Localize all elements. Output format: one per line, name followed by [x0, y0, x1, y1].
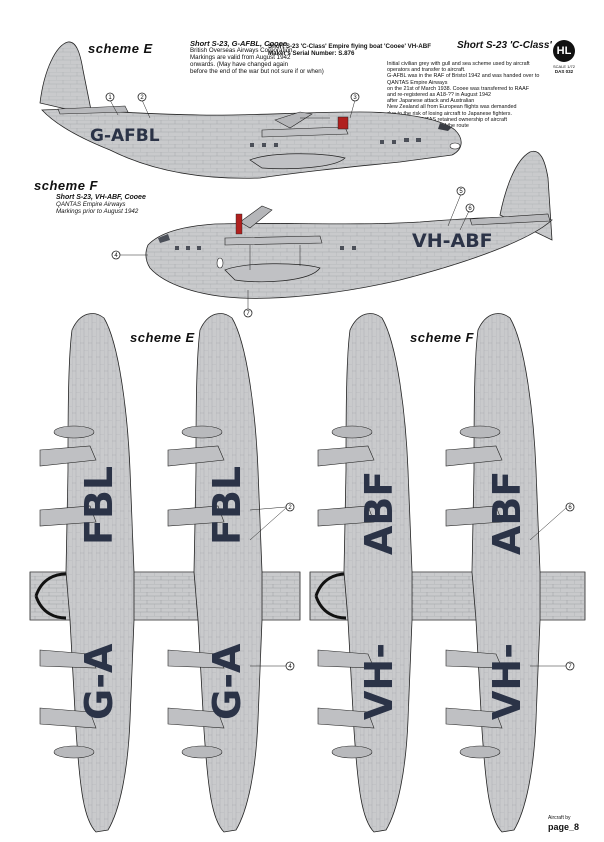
right-brand: Short S-23 'C-Class' — [457, 40, 552, 51]
right-title-line2: Maker's Serial Number: S.876 — [268, 50, 355, 57]
plan-callout-e-lower: 4 — [250, 661, 295, 671]
footer-credit: Aircraft by — [548, 815, 571, 821]
callout-7: 7 — [243, 290, 253, 318]
note-line: after Japanese attack and Australian — [387, 98, 475, 105]
plan-callout-e: 2 — [249, 502, 295, 541]
right-title-line1: Short S-23 'C-Class' Empire flying boat … — [268, 43, 432, 50]
brand-logo: HL SCALE 1/72 DAS 032 — [547, 40, 581, 80]
svg-text:4: 4 — [114, 253, 118, 259]
svg-text:1: 1 — [108, 95, 112, 101]
page-number: page_8 — [548, 822, 580, 832]
scheme-f-line: QANTAS Empire Airways — [56, 201, 126, 208]
svg-text:3: 3 — [353, 95, 357, 101]
note-line: due to the risk of losing aircraft to Ja… — [387, 110, 512, 117]
wing-reg-e-lower-right: G-A — [205, 643, 249, 720]
plan-wing-f-left: ABF VH- — [317, 313, 413, 833]
plan-callout-f-lower: 7 — [530, 661, 575, 671]
note-line: Initial civilian grey with gull and sea … — [387, 61, 530, 74]
side-registration-e: G-AFBL — [90, 126, 160, 146]
propeller-marker — [337, 116, 349, 130]
callout-4: 4 — [111, 250, 148, 260]
scheme-e-line: onwards. (May have changed again — [190, 61, 289, 68]
svg-text:6: 6 — [568, 505, 572, 511]
wing-reg-f-upper-right: ABF — [485, 471, 529, 555]
svg-text:6: 6 — [468, 206, 472, 212]
right-title: Short S-23 'C-Class' Empire flying boat … — [268, 43, 458, 57]
side-registration-f: VH-ABF — [412, 230, 493, 252]
callout-6: 6 — [459, 203, 475, 231]
svg-text:4: 4 — [288, 664, 292, 670]
svg-text:2: 2 — [288, 505, 292, 511]
note-line: on the 21st of March 1938. Cooee was tra… — [387, 85, 530, 92]
logo-code: DAS 032 — [554, 69, 574, 74]
plan-wing-f-right: ABF VH- — [445, 313, 541, 833]
callout-1: 1 — [105, 92, 119, 116]
svg-text:7: 7 — [568, 664, 572, 670]
wing-reg-f-lower-right: VH- — [485, 643, 529, 720]
wing-reg-e-lower-left: G-A — [77, 643, 121, 720]
callout-5: 5 — [447, 186, 466, 227]
note-line: G-AFBL was in the RAF of Bristol 1942 an… — [387, 73, 540, 86]
side-view-scheme-f: VH-ABF 4 5 6 7 — [111, 150, 553, 318]
svg-text:2: 2 — [140, 95, 144, 101]
plan-callout-f: 6 — [529, 502, 575, 541]
plan-scheme-f-label: scheme F — [410, 330, 474, 345]
scheme-e-line: before the end of the war but not sure i… — [190, 68, 324, 75]
logo-sub: SCALE 1/72 — [552, 64, 575, 69]
wing-reg-f-upper-left: ABF — [357, 471, 401, 555]
note-line: and re-registered as A18-?? in August 19… — [387, 92, 491, 99]
scheme-e-title: Short S-23, G-AFBL, Cooee — [190, 39, 288, 48]
scheme-e-description: Short S-23, G-AFBL, Cooee British Overse… — [190, 40, 355, 75]
logo-icon: HL — [553, 40, 575, 62]
wing-reg-f-lower-left: VH- — [357, 643, 401, 720]
wing-reg-e-upper-left: FBL — [77, 466, 121, 545]
scheme-f-title: Short S-23, VH-ABF, Cooee — [56, 194, 146, 201]
scheme-e-line: British Overseas Airways Corporation — [190, 47, 293, 54]
svg-text:5: 5 — [459, 189, 463, 195]
plan-wing-e-right: FBL G-A — [167, 313, 263, 833]
scheme-f-label: scheme F — [34, 178, 98, 193]
plan-scheme-e-label: scheme E — [130, 330, 195, 345]
side-view-scheme-e: G-AFBL 1 2 3 — [39, 41, 462, 179]
plan-wing-e-left: FBL G-A — [39, 313, 135, 833]
svg-text:7: 7 — [246, 311, 250, 317]
wing-reg-e-upper-right: FBL — [205, 466, 249, 545]
propeller-marker — [235, 213, 243, 235]
callout-3: 3 — [349, 92, 360, 119]
scheme-f-description: Short S-23, VH-ABF, Cooee QANTAS Empire … — [56, 194, 196, 215]
scheme-e-line: Markings are valid from August 1942 — [190, 54, 291, 61]
note-line: BOAC and QANTAS retained ownership of ai… — [387, 116, 508, 123]
callout-2: 2 — [137, 92, 151, 119]
scheme-f-line: Markings prior to August 1942 — [56, 208, 139, 215]
note-line: New Zealand all from European flights wa… — [387, 104, 517, 111]
scheme-e-label: scheme E — [88, 41, 153, 56]
